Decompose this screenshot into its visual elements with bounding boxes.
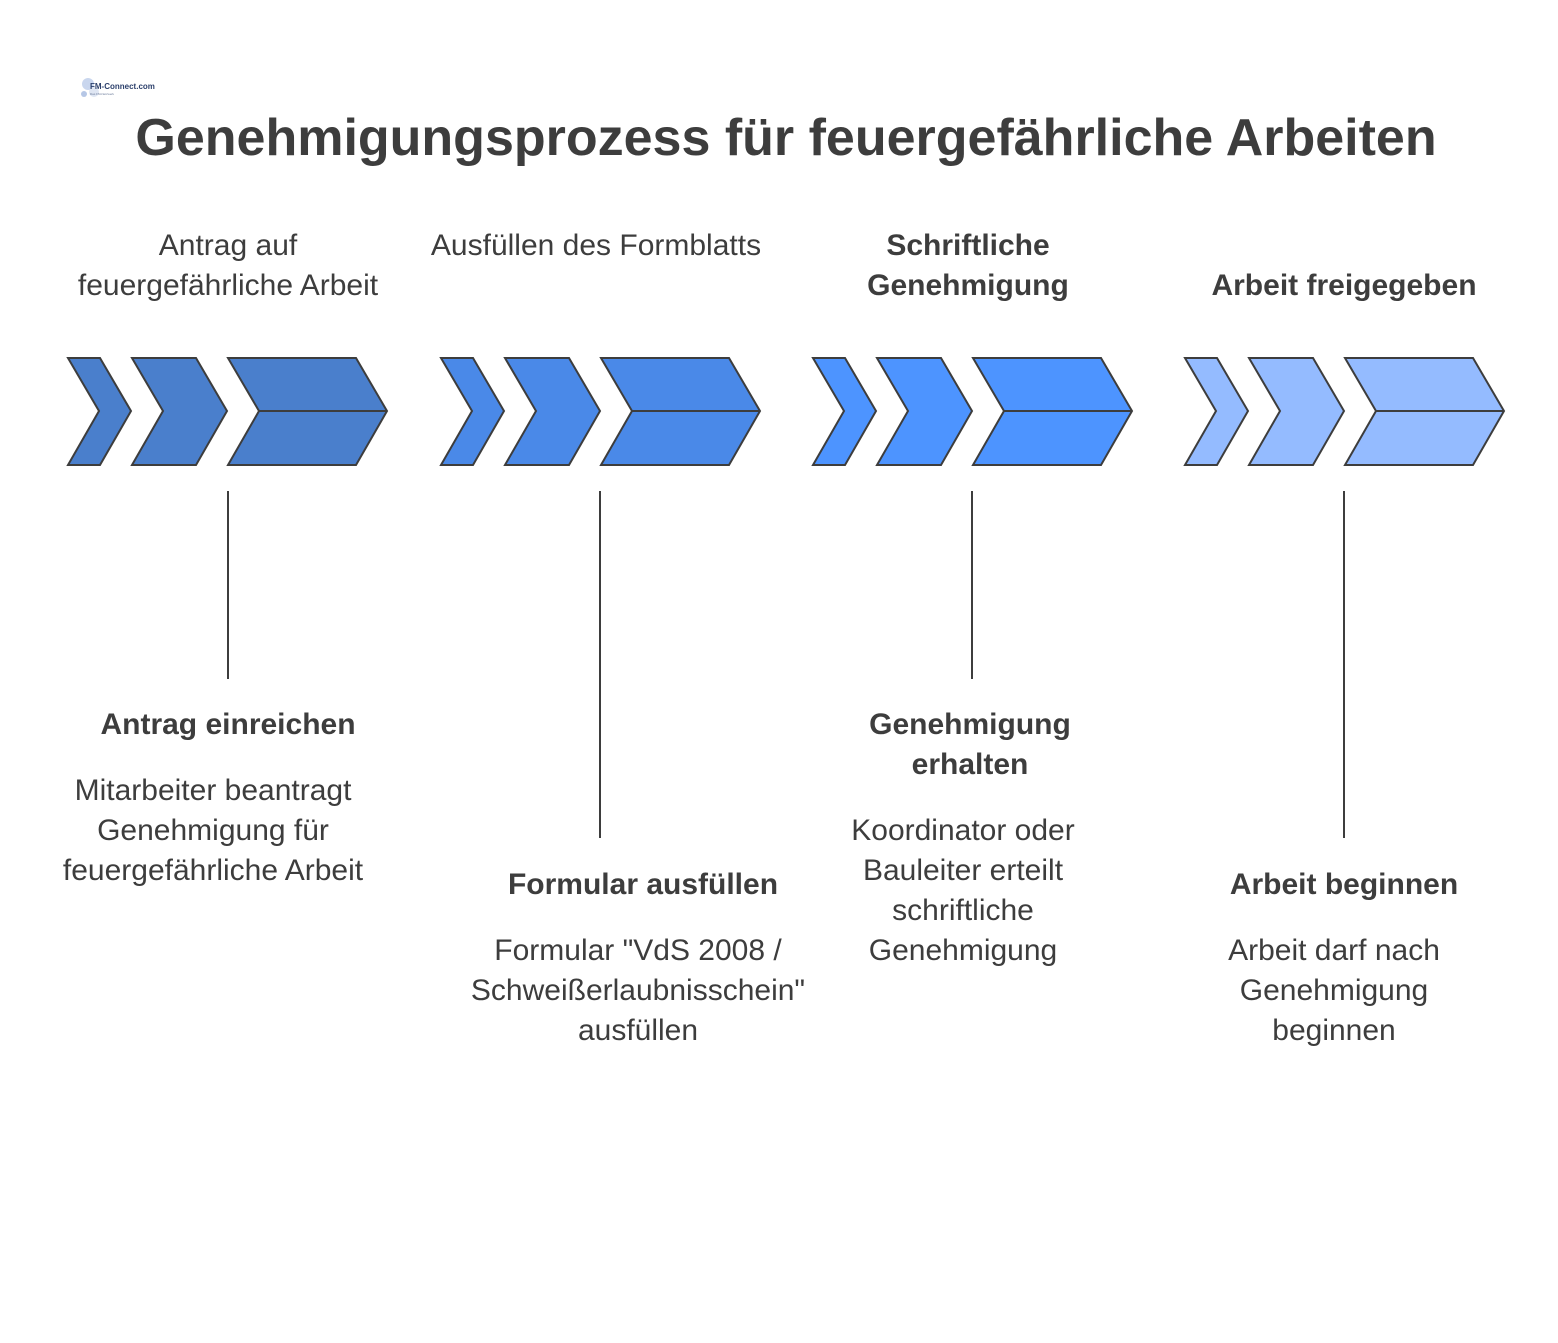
step-desc-4: Arbeit darf nach Genehmigung beginnen bbox=[1228, 934, 1440, 1047]
stage-chevrons-4 bbox=[1183, 357, 1506, 838]
stage-chevrons-1 bbox=[66, 357, 389, 679]
logo-text: FM-Connect.com bbox=[90, 82, 155, 91]
logo-subtext: Das FM-Netzwerk bbox=[90, 92, 115, 96]
page-title: Genehmigungsprozess für feuergefährliche… bbox=[135, 109, 1437, 167]
step-desc-2: Formular "VdS 2008 / Schweißerlaubnissch… bbox=[470, 934, 806, 1047]
chevron-medium bbox=[875, 357, 974, 466]
chevron-medium bbox=[1247, 357, 1346, 466]
chevron-medium bbox=[503, 357, 602, 466]
chevron-small bbox=[1183, 357, 1250, 466]
stage-chevrons-3 bbox=[811, 357, 1134, 679]
chevron-small bbox=[811, 357, 878, 466]
logo: FM-Connect.com Das FM-Netzwerk bbox=[78, 72, 155, 106]
step-desc-3: Koordinator oder Bauleiter erteilt schri… bbox=[851, 814, 1075, 967]
stage-label-3: Schriftliche Genehmigung bbox=[867, 229, 1069, 302]
step-title-2: Formular ausfüllen bbox=[507, 868, 779, 901]
stage-chevrons-2 bbox=[439, 357, 762, 838]
stage-label-2: Ausfüllen des Formblatts bbox=[430, 229, 762, 262]
step-desc-1: Mitarbeiter beantragt Genehmigung für fe… bbox=[62, 774, 364, 887]
chevron-small bbox=[439, 357, 506, 466]
step-title-3: Genehmigung erhalten bbox=[869, 708, 1071, 781]
stage-label-1: Antrag auf feuergefährliche Arbeit bbox=[77, 229, 379, 302]
step-title-1: Antrag einreichen bbox=[100, 708, 356, 741]
stage-label-4: Arbeit freigegeben bbox=[1211, 269, 1477, 302]
chevron-small bbox=[66, 357, 133, 466]
logo-mark-icon bbox=[81, 78, 99, 97]
chevron-medium bbox=[130, 357, 229, 466]
step-title-4: Arbeit beginnen bbox=[1229, 868, 1459, 901]
